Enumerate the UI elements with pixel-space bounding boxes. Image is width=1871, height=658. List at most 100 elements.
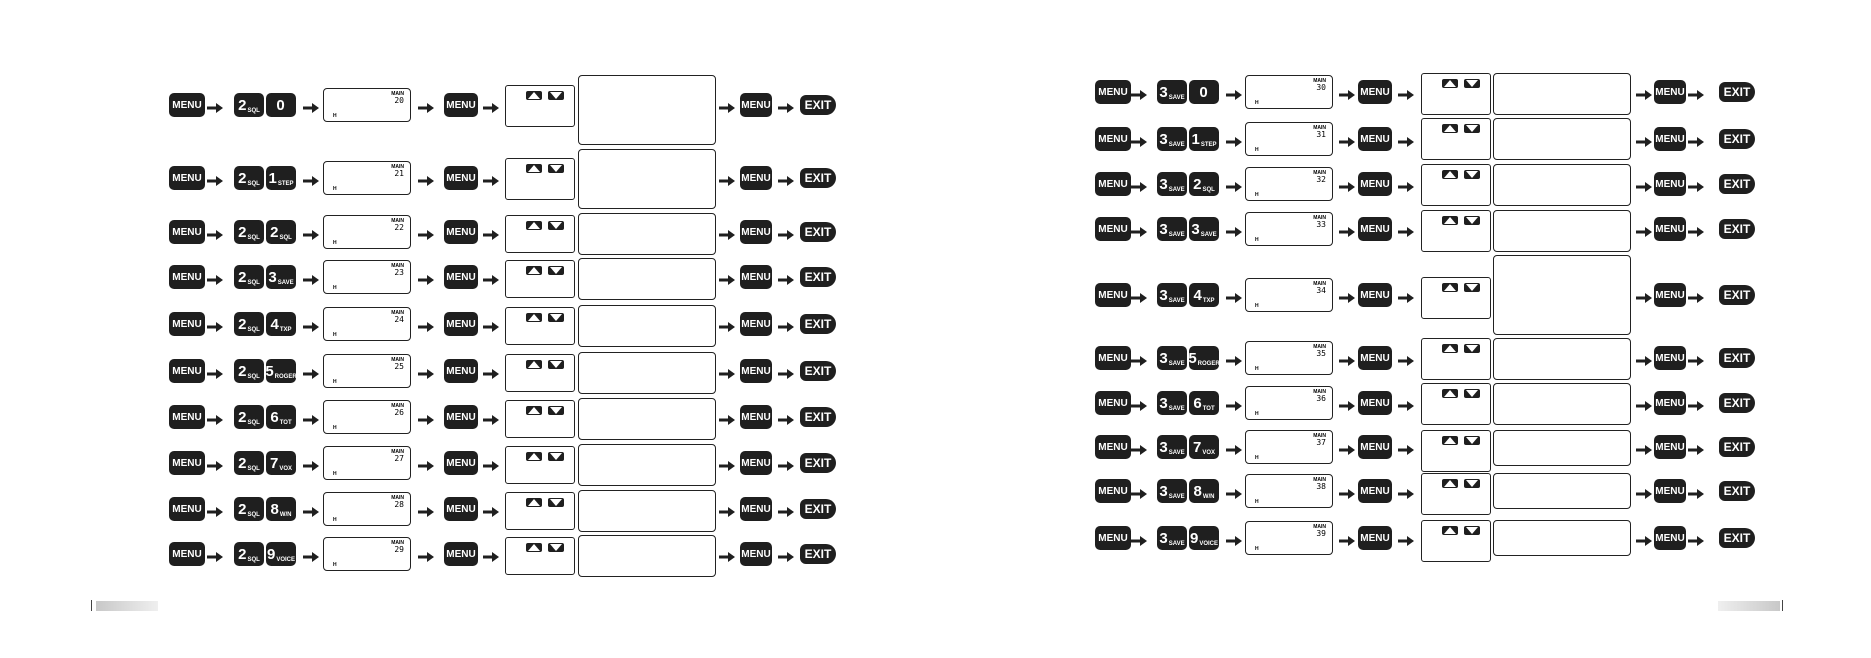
exit-button[interactable]: EXIT — [800, 453, 836, 473]
menu-button[interactable]: MENU — [740, 265, 772, 289]
exit-button[interactable]: EXIT — [1719, 219, 1755, 239]
up-arrow-key-icon[interactable] — [1442, 124, 1458, 133]
menu-button[interactable]: MENU — [1654, 391, 1686, 415]
exit-button[interactable]: EXIT — [1719, 528, 1755, 548]
down-arrow-key-icon[interactable] — [548, 266, 564, 275]
exit-button[interactable]: EXIT — [1719, 285, 1755, 305]
menu-button[interactable]: MENU — [444, 93, 478, 117]
menu-button[interactable]: MENU — [444, 359, 478, 383]
menu-button[interactable]: MENU — [1358, 479, 1392, 503]
menu-button[interactable]: MENU — [1095, 283, 1131, 307]
menu-button[interactable]: MENU — [1358, 172, 1392, 196]
exit-button[interactable]: EXIT — [800, 361, 836, 381]
menu-button[interactable]: MENU — [169, 542, 205, 566]
menu-button[interactable]: MENU — [1358, 283, 1392, 307]
up-arrow-key-icon[interactable] — [1442, 436, 1458, 445]
exit-button[interactable]: EXIT — [800, 499, 836, 519]
down-arrow-key-icon[interactable] — [1464, 526, 1480, 535]
menu-button[interactable]: MENU — [1095, 172, 1131, 196]
menu-button[interactable]: MENU — [1095, 217, 1131, 241]
channel-key[interactable]: 0 — [266, 93, 296, 117]
menu-button[interactable]: MENU — [1358, 346, 1392, 370]
menu-button[interactable]: MENU — [444, 542, 478, 566]
down-arrow-key-icon[interactable] — [1464, 389, 1480, 398]
down-arrow-key-icon[interactable] — [548, 360, 564, 369]
menu-button[interactable]: MENU — [169, 166, 205, 190]
menu-button[interactable]: MENU — [169, 93, 205, 117]
up-arrow-key-icon[interactable] — [526, 313, 542, 322]
down-arrow-key-icon[interactable] — [1464, 170, 1480, 179]
menu-button[interactable]: MENU — [740, 542, 772, 566]
down-arrow-key-icon[interactable] — [548, 164, 564, 173]
menu-button[interactable]: MENU — [444, 220, 478, 244]
exit-button[interactable]: EXIT — [800, 544, 836, 564]
menu-button[interactable]: MENU — [1095, 435, 1131, 459]
menu-button[interactable]: MENU — [1095, 80, 1131, 104]
down-arrow-key-icon[interactable] — [548, 91, 564, 100]
down-arrow-key-icon[interactable] — [548, 406, 564, 415]
up-arrow-key-icon[interactable] — [1442, 479, 1458, 488]
exit-button[interactable]: EXIT — [1719, 174, 1755, 194]
menu-button[interactable]: MENU — [1654, 172, 1686, 196]
exit-button[interactable]: EXIT — [1719, 481, 1755, 501]
up-arrow-key-icon[interactable] — [526, 452, 542, 461]
menu-button[interactable]: MENU — [444, 451, 478, 475]
down-arrow-key-icon[interactable] — [1464, 124, 1480, 133]
exit-button[interactable]: EXIT — [800, 222, 836, 242]
down-arrow-key-icon[interactable] — [548, 452, 564, 461]
down-arrow-key-icon[interactable] — [548, 313, 564, 322]
exit-button[interactable]: EXIT — [1719, 129, 1755, 149]
menu-button[interactable]: MENU — [169, 405, 205, 429]
menu-button[interactable]: MENU — [169, 220, 205, 244]
menu-button[interactable]: MENU — [1095, 127, 1131, 151]
menu-button[interactable]: MENU — [1358, 80, 1392, 104]
channel-key[interactable]: 0 — [1189, 80, 1219, 104]
menu-button[interactable]: MENU — [1358, 391, 1392, 415]
menu-button[interactable]: MENU — [1654, 479, 1686, 503]
menu-button[interactable]: MENU — [740, 166, 772, 190]
exit-button[interactable]: EXIT — [800, 267, 836, 287]
menu-button[interactable]: MENU — [169, 312, 205, 336]
down-arrow-key-icon[interactable] — [1464, 436, 1480, 445]
down-arrow-key-icon[interactable] — [1464, 216, 1480, 225]
up-arrow-key-icon[interactable] — [1442, 79, 1458, 88]
exit-button[interactable]: EXIT — [800, 168, 836, 188]
menu-button[interactable]: MENU — [740, 220, 772, 244]
menu-button[interactable]: MENU — [1654, 127, 1686, 151]
up-arrow-key-icon[interactable] — [526, 221, 542, 230]
up-arrow-key-icon[interactable] — [1442, 344, 1458, 353]
menu-button[interactable]: MENU — [1358, 526, 1392, 550]
menu-button[interactable]: MENU — [444, 312, 478, 336]
exit-button[interactable]: EXIT — [1719, 348, 1755, 368]
exit-button[interactable]: EXIT — [800, 314, 836, 334]
menu-button[interactable]: MENU — [444, 166, 478, 190]
menu-button[interactable]: MENU — [740, 497, 772, 521]
menu-button[interactable]: MENU — [1654, 80, 1686, 104]
menu-button[interactable]: MENU — [1654, 435, 1686, 459]
